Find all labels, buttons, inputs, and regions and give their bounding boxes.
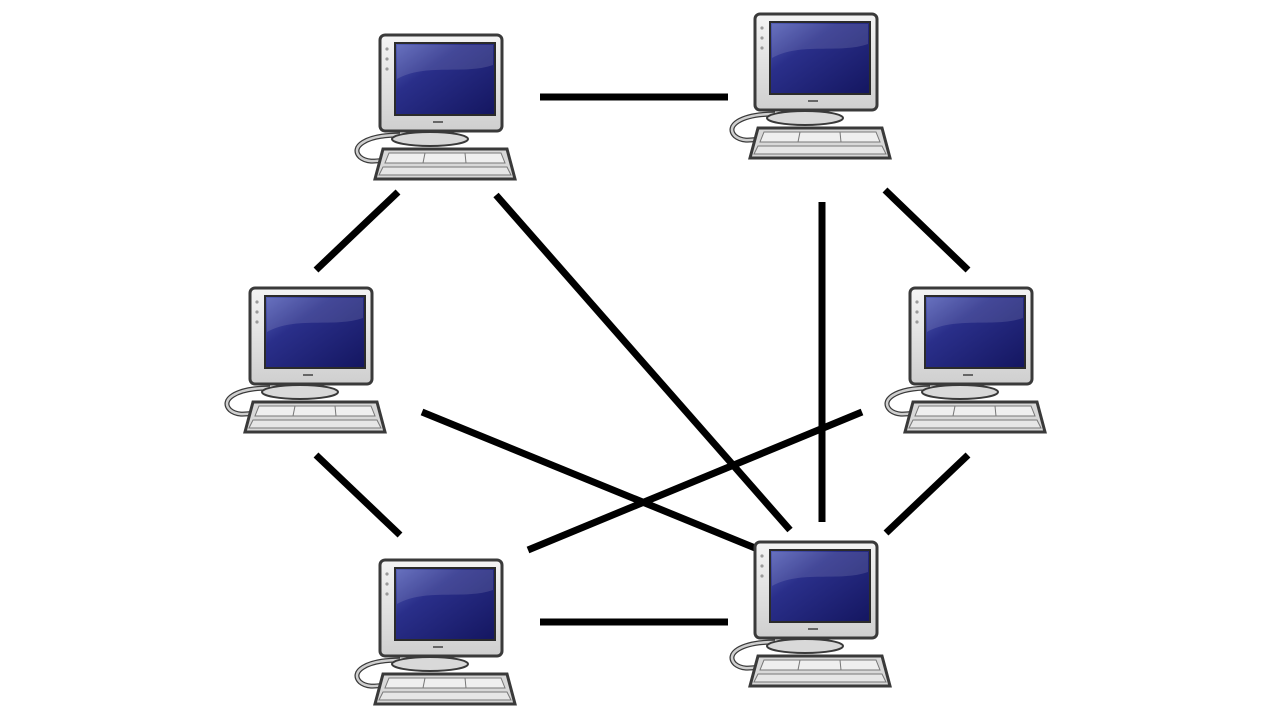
link-top-left-to-bottom-right — [493, 192, 793, 533]
desktop-computer-icon — [224, 286, 387, 434]
computer-middle-left — [224, 286, 387, 434]
link-middle-left-to-bottom-left — [313, 452, 403, 538]
desktop-computer-icon — [884, 286, 1047, 434]
computer-bottom-right — [729, 540, 892, 688]
desktop-computer-icon — [354, 558, 517, 706]
desktop-computer-icon — [729, 12, 892, 160]
link-middle-right-to-bottom-left — [526, 408, 864, 554]
link-middle-right-to-bottom-right — [883, 452, 971, 536]
computer-top-right — [729, 12, 892, 160]
desktop-computer-icon — [354, 33, 517, 181]
computer-top-left — [354, 33, 517, 181]
desktop-computer-icon — [729, 540, 892, 688]
computer-bottom-left — [354, 558, 517, 706]
link-top-right-to-middle-right — [882, 187, 971, 273]
network-links — [313, 93, 971, 626]
network-nodes — [224, 12, 1047, 706]
link-middle-left-to-bottom-right — [420, 408, 762, 554]
link-top-left-to-middle-left — [313, 189, 401, 273]
computer-middle-right — [884, 286, 1047, 434]
